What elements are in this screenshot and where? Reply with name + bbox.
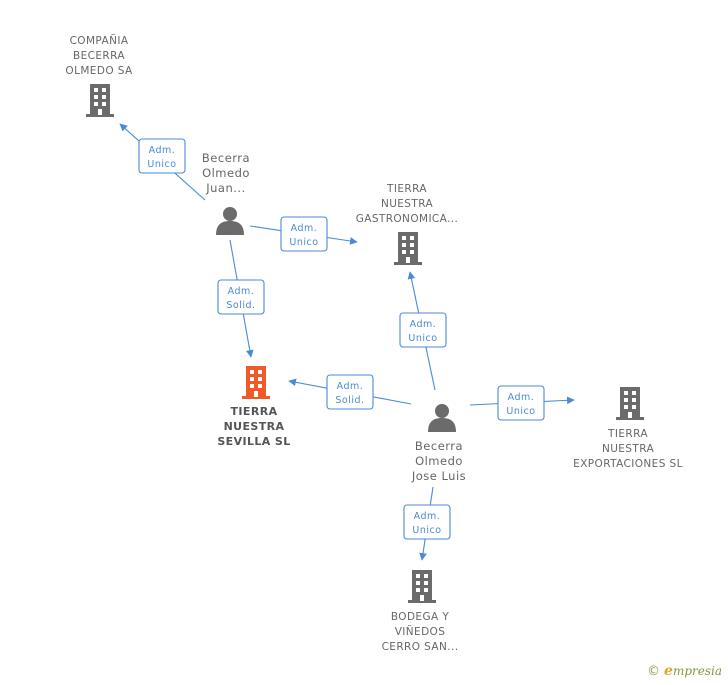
- node-label-line: COMPAÑIA: [70, 34, 129, 47]
- brand-logo: empresia: [664, 663, 722, 679]
- node-tierra-nuestra-sevilla[interactable]: TIERRA NUESTRA SEVILLA SL: [217, 366, 290, 448]
- node-label-line: Jose Luis: [411, 469, 466, 483]
- node-label-line: SEVILLA SL: [217, 435, 290, 448]
- edge-lines: [119, 123, 575, 561]
- node-label-line: NUESTRA: [602, 443, 655, 455]
- edge-label-line: Adm.: [414, 511, 441, 522]
- edge-label-line: Solid.: [226, 300, 255, 311]
- node-person-becerra-olmedo-juan[interactable]: Becerra Olmedo Juan...: [202, 151, 250, 235]
- edge-label-line: Adm.: [508, 392, 535, 403]
- edge-label-jose-sevilla[interactable]: Adm. Solid.: [326, 374, 374, 410]
- brand-footer: © empresia: [647, 663, 722, 679]
- node-tierra-nuestra-exportaciones[interactable]: TIERRA NUESTRA EXPORTACIONES SL: [573, 387, 683, 470]
- building-icon-highlighted: [242, 366, 270, 399]
- node-label-line: Juan...: [205, 181, 245, 195]
- node-label-line: CERRO SAN...: [382, 641, 459, 653]
- person-icon: [428, 404, 456, 432]
- node-label-line: Becerra: [202, 151, 250, 165]
- node-person-becerra-olmedo-jose-luis[interactable]: Becerra Olmedo Jose Luis: [411, 404, 466, 483]
- copyright-icon: ©: [647, 663, 661, 679]
- edge-label-line: Unico: [412, 525, 441, 536]
- edge-label-juan-gastro[interactable]: Adm. Unico: [280, 216, 328, 252]
- edge-label-line: Unico: [506, 406, 535, 417]
- edge-label-jose-bodega[interactable]: Adm. Unico: [403, 504, 451, 540]
- brand-initial: e: [664, 663, 673, 679]
- edge-label-line: Adm.: [228, 286, 255, 297]
- edge-label-juan-compania[interactable]: Adm. Unico: [138, 138, 186, 174]
- node-label-line: BECERRA: [73, 50, 125, 62]
- node-label-line: Becerra: [415, 439, 463, 453]
- building-icon: [408, 570, 436, 603]
- person-icon: [216, 207, 244, 235]
- edge-label-line: Unico: [289, 237, 318, 248]
- building-icon: [616, 387, 644, 420]
- edge-label-line: Adm.: [291, 223, 318, 234]
- node-label-line: TIERRA: [231, 405, 278, 418]
- edge-label-jose-export[interactable]: Adm. Unico: [497, 385, 545, 421]
- node-label-line: NUESTRA: [224, 420, 285, 433]
- node-label-line: OLMEDO SA: [65, 65, 133, 77]
- edge-label-line: Adm.: [410, 319, 437, 330]
- node-label-line: BODEGA Y: [391, 611, 449, 623]
- edge-label-jose-gastro[interactable]: Adm. Unico: [399, 312, 447, 348]
- edge-label-line: Unico: [147, 159, 176, 170]
- edge-label-line: Adm.: [337, 381, 364, 392]
- node-label-line: TIERRA: [607, 428, 648, 440]
- brand-name: mpresia: [672, 664, 722, 678]
- node-label-line: VIÑEDOS: [395, 625, 446, 638]
- node-label-line: Olmedo: [202, 166, 250, 180]
- node-label-line: Olmedo: [415, 454, 463, 468]
- node-label-line: TIERRA: [386, 183, 427, 195]
- node-compania-becerra-olmedo[interactable]: COMPAÑIA BECERRA OLMEDO SA: [65, 34, 133, 117]
- building-icon: [86, 84, 114, 117]
- building-icon: [394, 232, 422, 265]
- edge-label-juan-sevilla[interactable]: Adm. Solid.: [217, 279, 265, 315]
- node-label-line: NUESTRA: [381, 198, 434, 210]
- edge-label-line: Unico: [408, 333, 437, 344]
- node-label-line: EXPORTACIONES SL: [573, 458, 683, 470]
- edge-label-line: Adm.: [149, 145, 176, 156]
- node-bodega-vinedos-cerro[interactable]: BODEGA Y VIÑEDOS CERRO SAN...: [382, 570, 459, 653]
- node-label-line: GASTRONOMICA...: [356, 213, 459, 225]
- node-tierra-nuestra-gastronomica[interactable]: TIERRA NUESTRA GASTRONOMICA...: [356, 183, 459, 265]
- edge-label-line: Solid.: [335, 395, 364, 406]
